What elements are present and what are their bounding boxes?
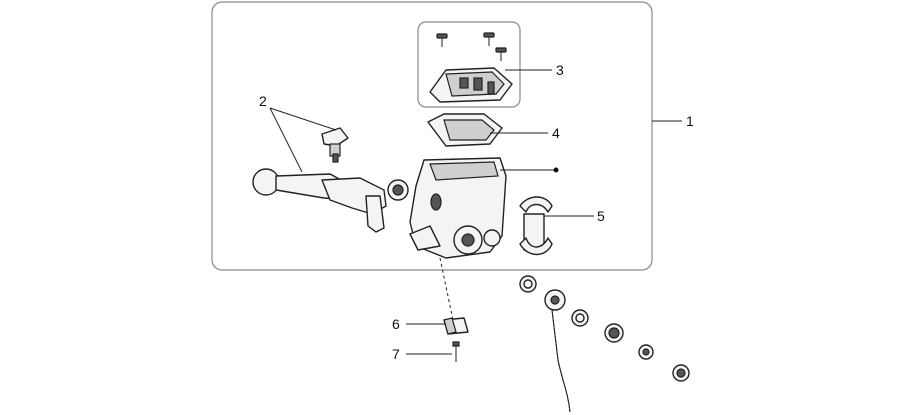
callout-3: 3 xyxy=(556,62,564,78)
cover-screw-3 xyxy=(495,47,507,61)
lever-adjuster xyxy=(321,127,349,163)
cover-kit-frame xyxy=(417,21,521,108)
banjo-bolt xyxy=(604,323,624,343)
brake-lever xyxy=(252,168,409,233)
callout-7: 7 xyxy=(392,346,400,362)
callout-1: 1 xyxy=(686,113,694,129)
alignment-line xyxy=(439,257,454,321)
callout-2: 2 xyxy=(259,93,267,109)
bleed-cap xyxy=(443,317,469,335)
handlebar-clamp xyxy=(519,196,553,256)
bleed-nipple xyxy=(638,344,654,360)
screw xyxy=(452,341,460,362)
master-cylinder-body xyxy=(409,157,507,259)
cover-screw-2 xyxy=(483,32,495,46)
body-dot xyxy=(553,167,559,173)
brake-hose xyxy=(519,275,589,413)
callout-5: 5 xyxy=(597,208,605,224)
hose-fitting xyxy=(672,364,690,382)
callout-6: 6 xyxy=(392,316,400,332)
assembly-frame xyxy=(211,1,653,271)
leader-2a xyxy=(269,107,337,131)
reservoir-cover xyxy=(429,67,513,103)
reservoir-gasket xyxy=(427,113,503,147)
callout-4: 4 xyxy=(552,125,560,141)
leader-2b xyxy=(269,107,303,173)
cover-screw-1 xyxy=(436,33,448,47)
